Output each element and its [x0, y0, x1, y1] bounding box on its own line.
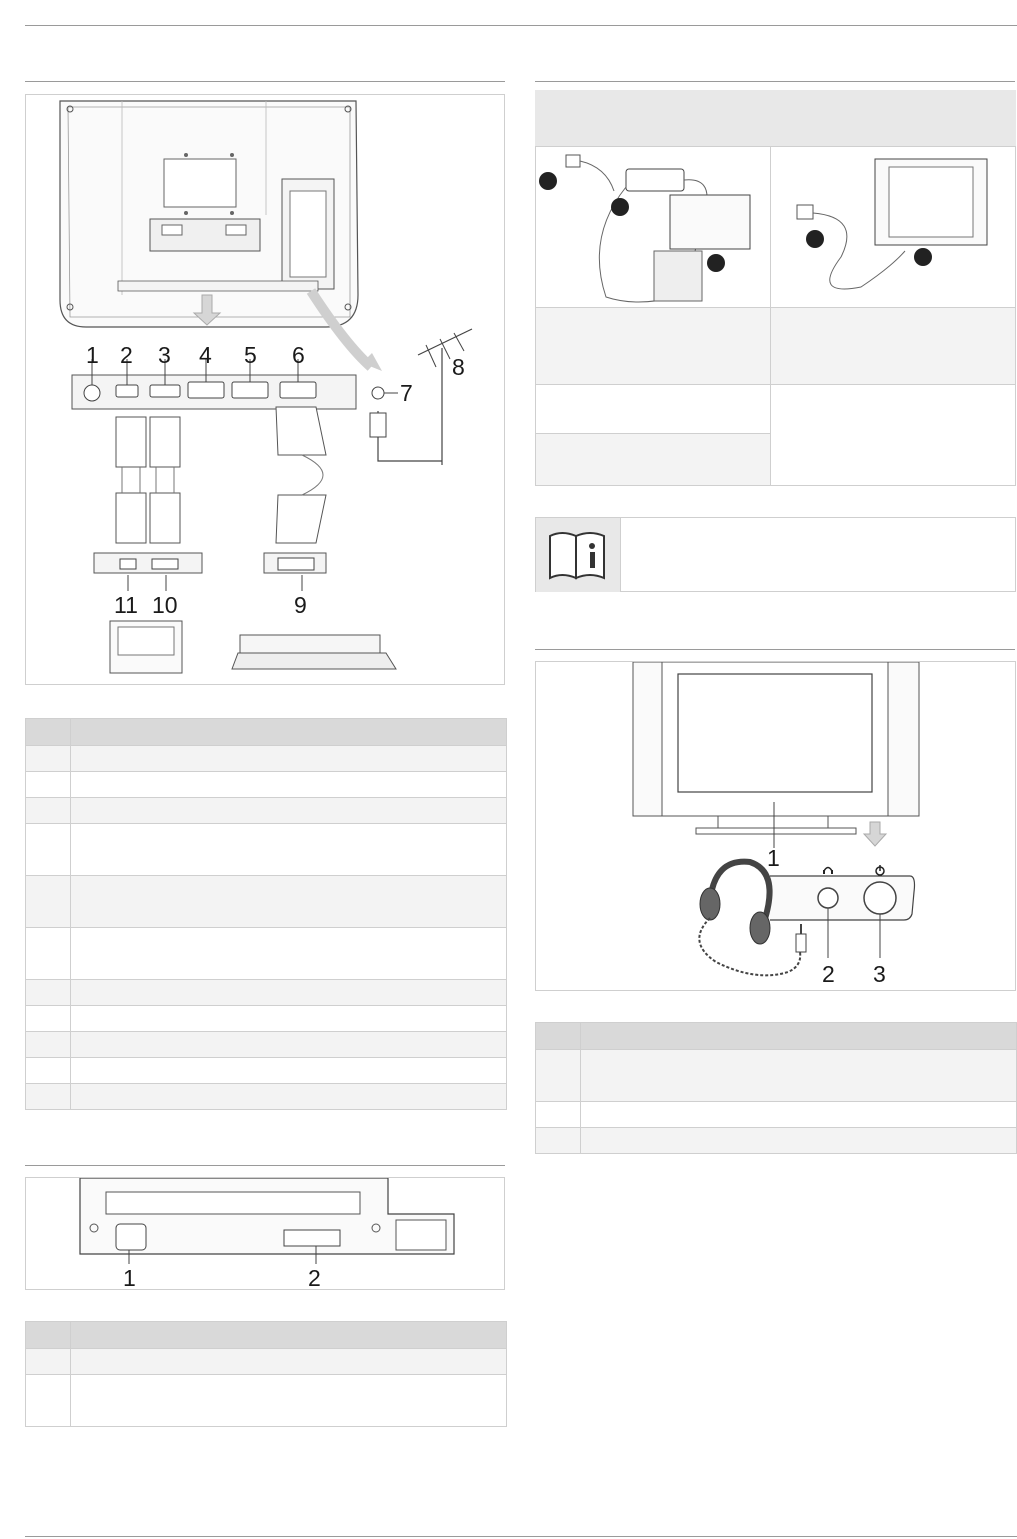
table-row [25, 771, 507, 798]
table-row [25, 979, 507, 1006]
power-connection-text-left-3 [535, 433, 771, 486]
mains-drawing [796, 158, 988, 290]
table-row [25, 823, 507, 876]
table-header [25, 718, 507, 746]
table-row [25, 875, 507, 928]
adapter-drawing [539, 154, 751, 303]
power-panel-figure: 1 2 [25, 1177, 505, 1291]
table-row [25, 797, 507, 824]
power-connection-text-right-1 [770, 307, 1016, 385]
power-connection-heading-panel [535, 90, 1016, 146]
table-row [535, 1049, 1017, 1102]
table-row [25, 1083, 507, 1110]
power-connection-text-left-2 [535, 384, 771, 434]
rear-connections-figure: 1 2 3 4 5 6 7 8 9 10 11 [25, 94, 505, 685]
section-rule-rear [25, 81, 505, 82]
rear-connections-drawing [59, 100, 473, 674]
front-panel-figure: 1 2 3 [535, 661, 1016, 991]
section-rule-power-connection [535, 81, 1015, 82]
bottom-rule [25, 1536, 1017, 1537]
table-header [535, 1022, 1017, 1050]
power-connection-text-left-1 [535, 307, 771, 385]
manual-info-icon [536, 518, 621, 592]
power-connection-figure-left: 3 1 2 [535, 146, 771, 438]
table-row [535, 1127, 1017, 1154]
front-panel-drawing [632, 662, 920, 977]
section-rule-power-panel [25, 1165, 505, 1166]
table-row [25, 1348, 507, 1375]
table-row [25, 1374, 507, 1427]
info-note [535, 517, 1016, 592]
rear-connections-table [25, 718, 507, 1110]
table-row [25, 1005, 507, 1032]
front-panel-table [535, 1022, 1017, 1154]
power-panel-table [25, 1321, 507, 1427]
section-rule-front-panel [535, 649, 1015, 650]
power-connection-figure-right: 2 1 [770, 146, 1016, 432]
power-panel-drawing [79, 1178, 455, 1264]
power-connection-text-right-2 [770, 384, 1016, 486]
table-header [25, 1321, 507, 1349]
table-row [25, 745, 507, 772]
top-rule [25, 25, 1017, 26]
table-row [535, 1101, 1017, 1128]
table-row [25, 1057, 507, 1084]
table-row [25, 927, 507, 980]
table-row [25, 1031, 507, 1058]
